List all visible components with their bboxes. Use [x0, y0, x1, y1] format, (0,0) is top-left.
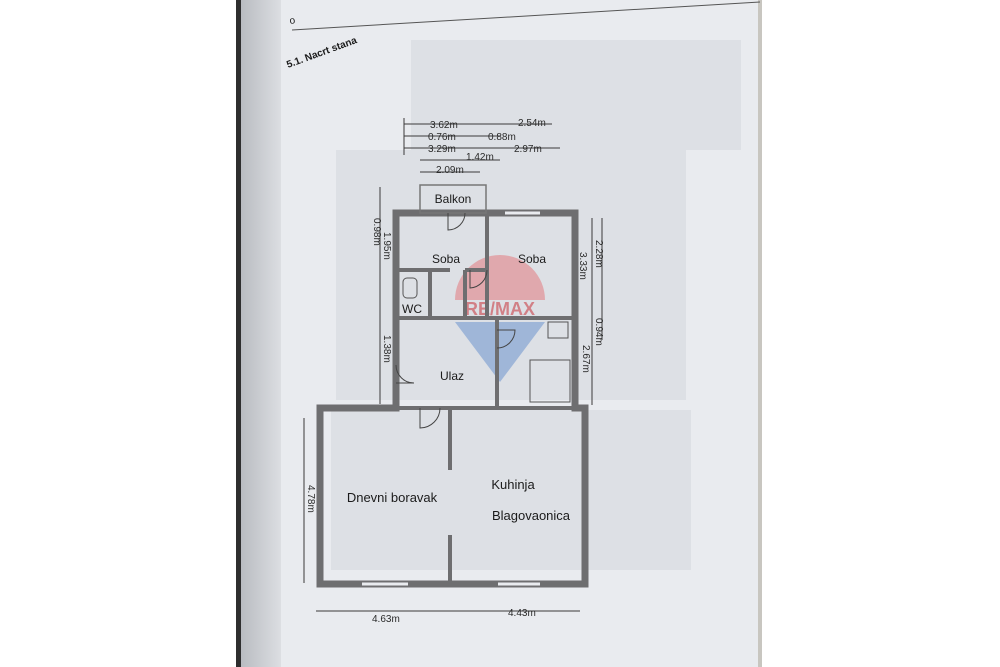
room-kuhinja: Kuhinja: [491, 477, 535, 492]
dim-top-5: 3.29m: [428, 144, 456, 155]
dim-left-2: 1.95m: [381, 232, 392, 260]
doors: [395, 212, 516, 429]
dim-right-2: 3.33m: [577, 252, 588, 280]
interior-walls: [396, 213, 585, 584]
dim-top-1: 3.62m: [430, 120, 458, 131]
room-balkon: Balkon: [435, 192, 472, 206]
dim-top-2: 2.54m: [518, 118, 546, 129]
dim-top-4: 0.88m: [488, 132, 516, 143]
dim-top-3: 0.76m: [428, 132, 456, 143]
sink-icon: [547, 321, 569, 339]
watermark-text: RE/MAX: [465, 299, 535, 319]
dim-bottom-1: 4.63m: [372, 614, 400, 625]
dim-bottom-2: 4.43m: [508, 608, 536, 619]
dim-right-4: 2.67m: [580, 345, 591, 373]
outer-wall: [316, 209, 589, 588]
balloon-bottom-icon: [455, 322, 545, 382]
windows: [362, 211, 540, 586]
book-right-edge: [758, 0, 762, 667]
dim-top-6: 2.97m: [514, 144, 542, 155]
walls: [316, 209, 589, 588]
room-wc: WC: [402, 302, 422, 316]
room-soba-right: Soba: [518, 252, 546, 266]
room-soba-left: Soba: [432, 252, 460, 266]
section-title: 5.1. Nacrt stana: [285, 35, 359, 71]
dim-left-4: 4.78m: [305, 485, 316, 513]
room-dnevni-boravak: Dnevni boravak: [347, 490, 438, 505]
book-spine-shadow: [241, 0, 281, 667]
remax-watermark: RE/MAX: [455, 255, 545, 382]
book-left-edge: [236, 0, 242, 667]
room-blagovaonica: Blagovaonica: [492, 508, 571, 523]
room-ulaz: Ulaz: [440, 369, 464, 383]
door-balcony-icon: [447, 212, 466, 231]
faded-photo-bottom: [331, 410, 691, 570]
dim-top-8: 2.09m: [436, 165, 464, 176]
window-sills: [362, 210, 540, 587]
dimension-lines: [303, 118, 603, 612]
dim-top-7: 1.42m: [466, 152, 494, 163]
dim-right-3: 0.94m: [593, 318, 604, 346]
door-closet-icon: [469, 269, 488, 289]
header-rule: [291, 1, 761, 31]
header-fragment: o: [289, 15, 296, 27]
door-living-icon: [419, 407, 441, 429]
door-bath-icon: [496, 329, 516, 349]
dim-right-1: 2.28m: [593, 240, 604, 268]
dim-left-1: 0.98m: [371, 218, 382, 246]
balcony-outline: [419, 184, 487, 214]
door-entry-icon: [395, 364, 415, 384]
toilet-icon: [402, 277, 418, 299]
dim-left-3: 1.38m: [381, 335, 392, 363]
balloon-top-icon: [455, 255, 545, 300]
faded-photo-top: [411, 40, 741, 150]
shower-icon: [529, 359, 571, 403]
